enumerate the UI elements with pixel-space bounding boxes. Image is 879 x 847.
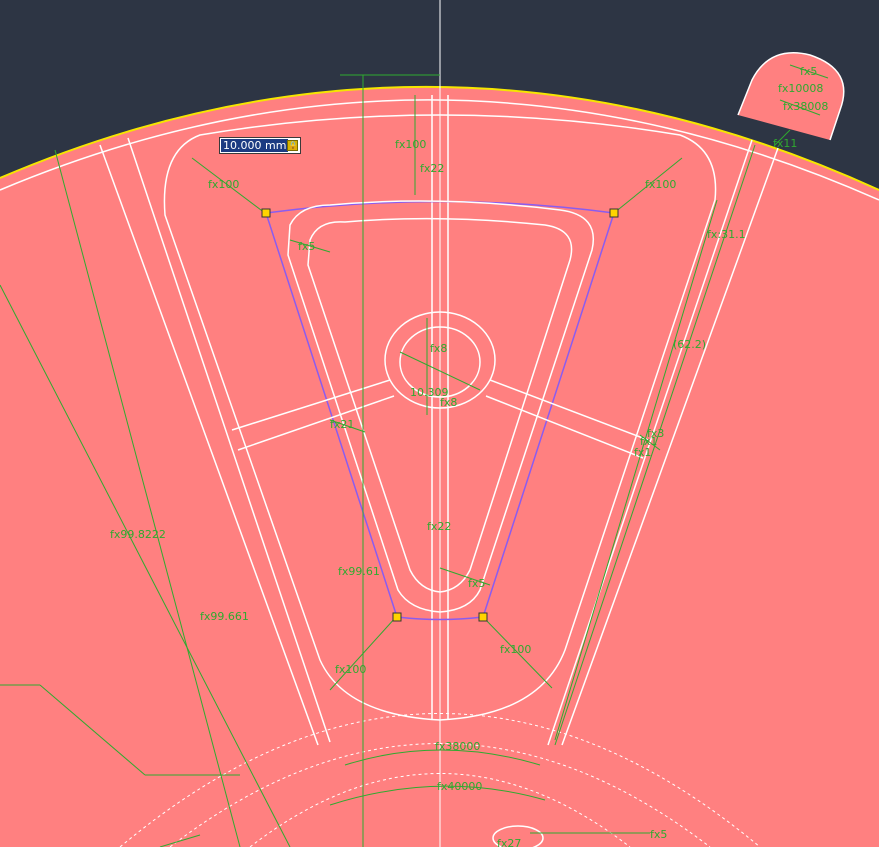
arm-edge [489,379,649,441]
dim-label[interactable]: fx5 [800,65,817,78]
dim-label[interactable]: fx40000 [437,780,482,793]
dim-label[interactable]: fx5 [298,240,315,253]
spoke-right-edge [561,147,779,746]
pocket-inner[interactable] [287,200,594,613]
dim-label[interactable]: fx38000 [435,740,480,753]
dim-label[interactable]: fx21 [330,418,354,431]
grip-point[interactable] [478,612,488,622]
dim-label[interactable]: fx1 [640,435,657,448]
dim-label[interactable]: fx100 [395,138,426,151]
bottom-arc [169,743,711,847]
dim-label[interactable]: fx5 [468,577,485,590]
arm-edge [231,379,391,431]
dim-label[interactable]: fx100 [645,178,676,191]
dim-label[interactable]: fx11 [773,137,797,150]
pocket-inner-2 [307,217,573,593]
bottom-hole[interactable] [492,825,544,847]
slot-tab[interactable] [737,52,845,141]
bottom-arc [249,773,631,847]
dim-label[interactable]: fx8 [440,396,457,409]
dimension-input-value[interactable]: 10.000 mm [221,139,289,152]
dim-label[interactable]: fx100 [208,178,239,191]
slot-line [779,99,821,116]
dimension-input[interactable]: 10.000 mm 🔒 [219,137,301,154]
dim-label[interactable]: fx1 [634,446,651,459]
dim-label[interactable]: fx27 [497,837,521,847]
dim-label[interactable]: fx10008 [778,82,823,95]
spoke-left-edge [127,137,331,743]
grip-point[interactable] [609,208,619,218]
arm-edge [485,395,644,459]
dim-label[interactable]: fx8 [430,342,447,355]
grip-point[interactable] [392,612,402,622]
hub-inner [399,326,481,398]
dim-label[interactable]: fx5 [650,828,667,841]
dim-label[interactable]: fx:31.1 [707,228,746,241]
dim-label[interactable]: fx100 [500,643,531,656]
dim-label[interactable]: fx22 [420,162,444,175]
grip-point[interactable] [261,208,271,218]
dim-label[interactable]: 10.309 [410,386,449,399]
dim-label[interactable]: fx3 [647,427,664,440]
sketch-profile[interactable] [265,200,615,621]
pocket-outer[interactable] [163,114,717,721]
bottom-arc [119,713,761,847]
slot-line [789,64,829,79]
dimension-lines [0,74,791,847]
dim-label[interactable]: fx38008 [783,100,828,113]
dim-label[interactable]: fx99.61 [338,565,380,578]
spoke-left-edge [99,144,319,746]
dim-label[interactable]: fx22 [427,520,451,533]
dim-label[interactable]: fx100 [335,663,366,676]
dim-label[interactable]: (62.2) [673,338,706,351]
lock-icon[interactable]: 🔒 [287,140,298,151]
dim-label[interactable]: fx99.8222 [110,528,166,541]
arm-edge [237,395,395,451]
hub-outer[interactable] [384,311,496,409]
dim-label[interactable]: fx99.661 [200,610,249,623]
